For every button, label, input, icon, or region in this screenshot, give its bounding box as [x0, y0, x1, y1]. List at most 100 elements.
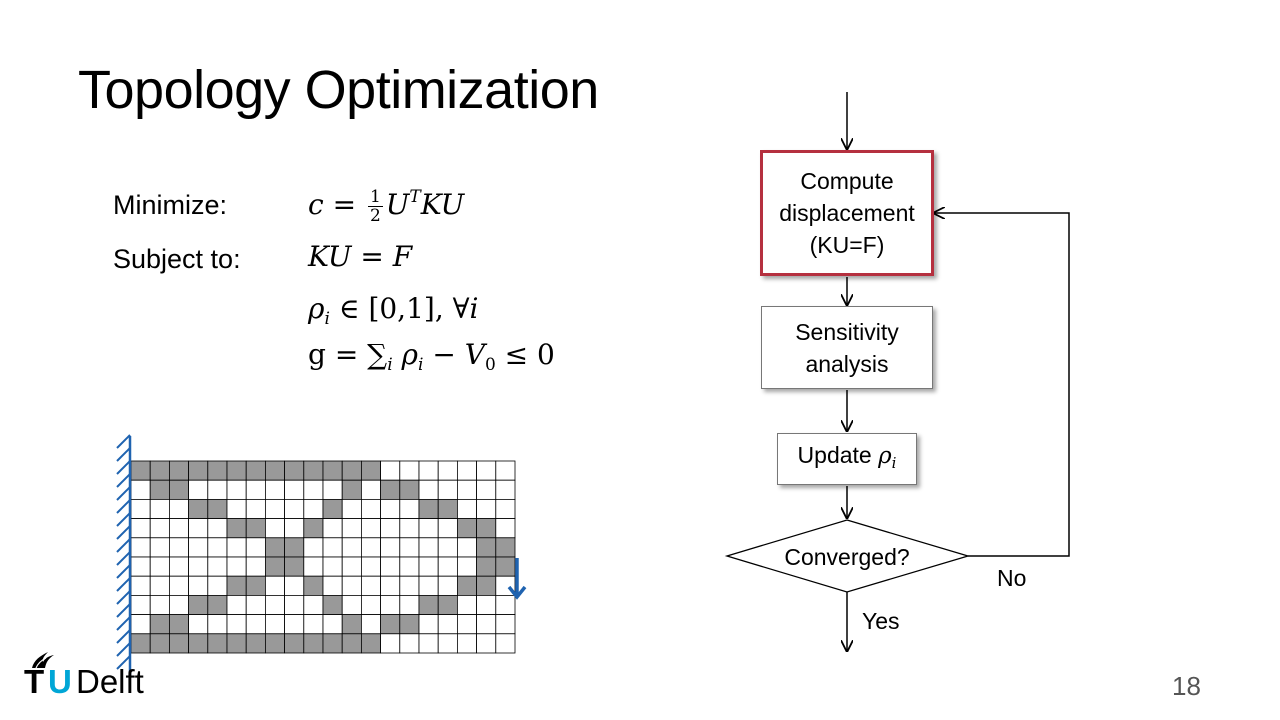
- void-element: [418, 575, 439, 596]
- void-element: [284, 575, 305, 596]
- void-element: [418, 614, 439, 635]
- solid-element: [284, 460, 305, 481]
- void-element: [495, 460, 516, 481]
- support-hatch: [116, 486, 131, 501]
- solid-element: [303, 633, 324, 654]
- load-arrowhead: [507, 585, 527, 600]
- void-element: [226, 556, 247, 577]
- void-element: [303, 614, 324, 635]
- support-hatch: [116, 551, 131, 566]
- void-element: [149, 498, 170, 519]
- void-element: [168, 518, 189, 539]
- void-element: [264, 595, 285, 616]
- void-element: [495, 498, 516, 519]
- void-element: [207, 575, 228, 596]
- void-element: [380, 595, 401, 616]
- solid-element: [226, 460, 247, 481]
- void-element: [130, 614, 151, 635]
- solid-element: [380, 479, 401, 500]
- void-element: [149, 537, 170, 558]
- void-element: [168, 556, 189, 577]
- void-element: [399, 518, 420, 539]
- solid-element: [245, 575, 266, 596]
- void-element: [399, 460, 420, 481]
- solid-element: [341, 460, 362, 481]
- support-hatch: [116, 525, 131, 540]
- void-element: [476, 633, 497, 654]
- support-hatch: [116, 512, 131, 527]
- void-element: [207, 479, 228, 500]
- void-element: [418, 518, 439, 539]
- void-element: [207, 556, 228, 577]
- support-hatch: [116, 473, 131, 488]
- void-element: [495, 633, 516, 654]
- void-element: [437, 575, 458, 596]
- solid-element: [322, 460, 343, 481]
- solid-element: [322, 595, 343, 616]
- subject-to-label: Subject to:: [113, 244, 241, 274]
- void-element: [456, 498, 477, 519]
- solid-element: [168, 633, 189, 654]
- solid-element: [264, 460, 285, 481]
- void-element: [456, 556, 477, 577]
- solid-element: [476, 575, 497, 596]
- void-element: [360, 595, 381, 616]
- void-element: [188, 556, 209, 577]
- solid-element: [226, 633, 247, 654]
- update-density-text: Update ρi: [797, 442, 897, 472]
- solid-element: [207, 595, 228, 616]
- support-hatch: [116, 642, 131, 657]
- void-element: [264, 518, 285, 539]
- compute-displacement-text: Compute displacement (KU=F): [779, 168, 915, 258]
- logo-t: T: [24, 663, 45, 700]
- void-element: [495, 479, 516, 500]
- void-element: [264, 479, 285, 500]
- compute-displacement-box: Compute displacement (KU=F): [760, 150, 934, 276]
- void-element: [476, 498, 497, 519]
- void-element: [130, 556, 151, 577]
- void-element: [437, 614, 458, 635]
- solid-element: [149, 460, 170, 481]
- void-element: [495, 595, 516, 616]
- void-element: [437, 633, 458, 654]
- void-element: [245, 595, 266, 616]
- support-hatch: [116, 655, 131, 670]
- void-element: [130, 537, 151, 558]
- void-element: [380, 518, 401, 539]
- void-element: [188, 479, 209, 500]
- void-element: [456, 633, 477, 654]
- void-element: [341, 556, 362, 577]
- void-element: [303, 498, 324, 519]
- yes-label: Yes: [862, 608, 900, 634]
- no-label: No: [997, 565, 1027, 591]
- void-element: [168, 575, 189, 596]
- solid-element: [245, 518, 266, 539]
- support-hatch: [116, 538, 131, 553]
- void-element: [130, 595, 151, 616]
- void-element: [418, 460, 439, 481]
- solid-element: [341, 479, 362, 500]
- solid-element: [360, 633, 381, 654]
- void-element: [380, 460, 401, 481]
- solid-element: [399, 614, 420, 635]
- void-element: [322, 556, 343, 577]
- sensitivity-analysis-box: Sensitivity analysis: [761, 306, 933, 389]
- solid-element: [303, 460, 324, 481]
- void-element: [456, 460, 477, 481]
- void-element: [303, 556, 324, 577]
- void-element: [284, 595, 305, 616]
- void-element: [188, 614, 209, 635]
- void-element: [264, 614, 285, 635]
- void-element: [380, 537, 401, 558]
- void-element: [264, 498, 285, 519]
- solid-element: [188, 595, 209, 616]
- void-element: [456, 479, 477, 500]
- support-hatch: [116, 577, 131, 592]
- void-element: [245, 498, 266, 519]
- void-element: [341, 595, 362, 616]
- void-element: [188, 537, 209, 558]
- solid-element: [226, 575, 247, 596]
- solid-element: [341, 633, 362, 654]
- void-element: [130, 518, 151, 539]
